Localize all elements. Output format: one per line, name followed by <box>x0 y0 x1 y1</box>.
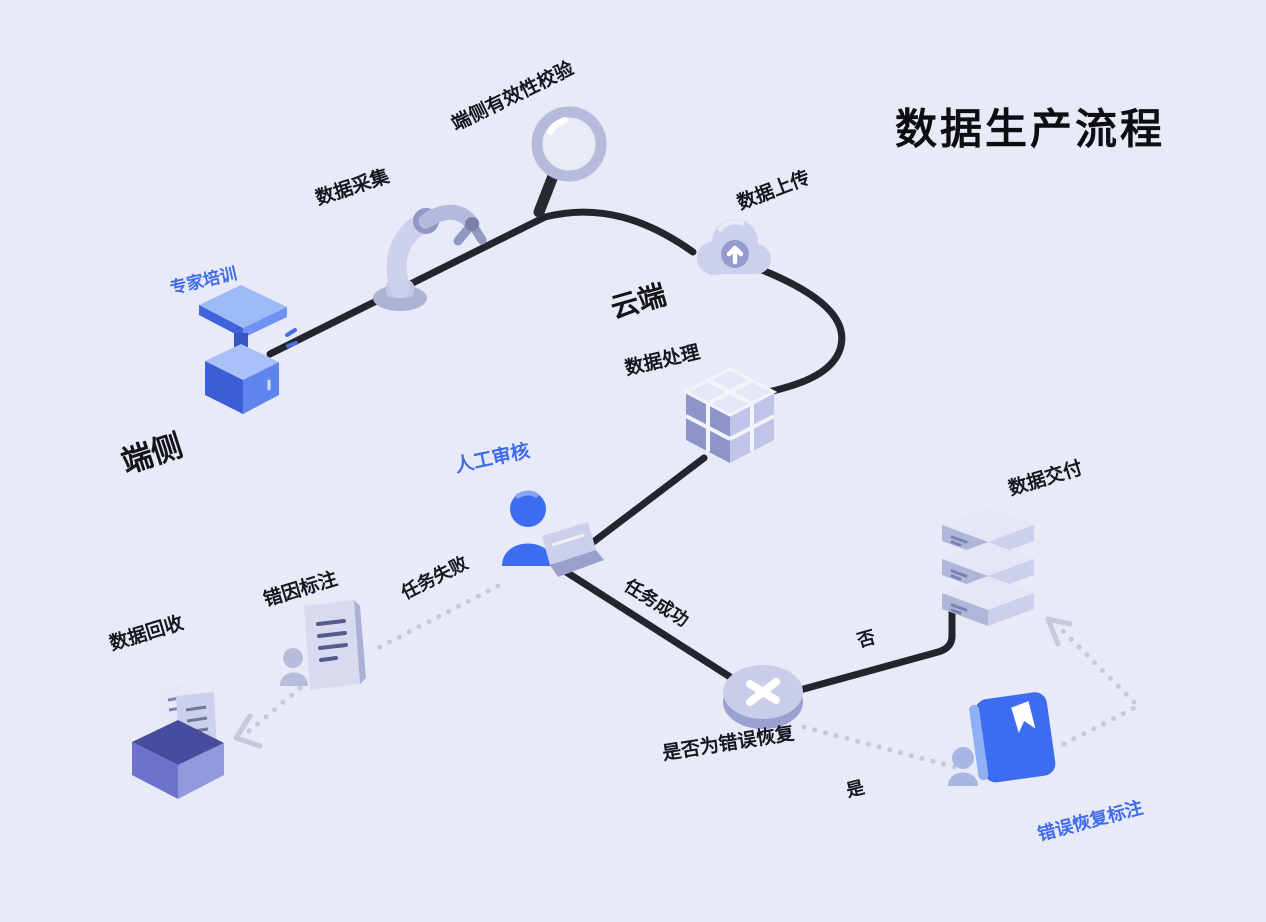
book-person-icon <box>946 682 1061 802</box>
magnifier-icon <box>512 100 612 218</box>
recycle-box-icon <box>122 670 234 805</box>
server-icon <box>932 502 1044 642</box>
podium-icon <box>183 283 298 421</box>
person-laptop-icon <box>488 484 606 596</box>
cloud-upload-icon <box>686 204 781 294</box>
flow-connector-dotted <box>245 583 1143 771</box>
dotted-arrowheads <box>233 616 1073 749</box>
flow-connector-solid <box>266 208 956 694</box>
document-person-icon <box>280 594 370 704</box>
robot-arm-icon <box>348 178 498 318</box>
cube-icon <box>680 363 780 468</box>
diagram-title: 数据生产流程 <box>894 105 1166 153</box>
decision-icon <box>716 642 811 742</box>
